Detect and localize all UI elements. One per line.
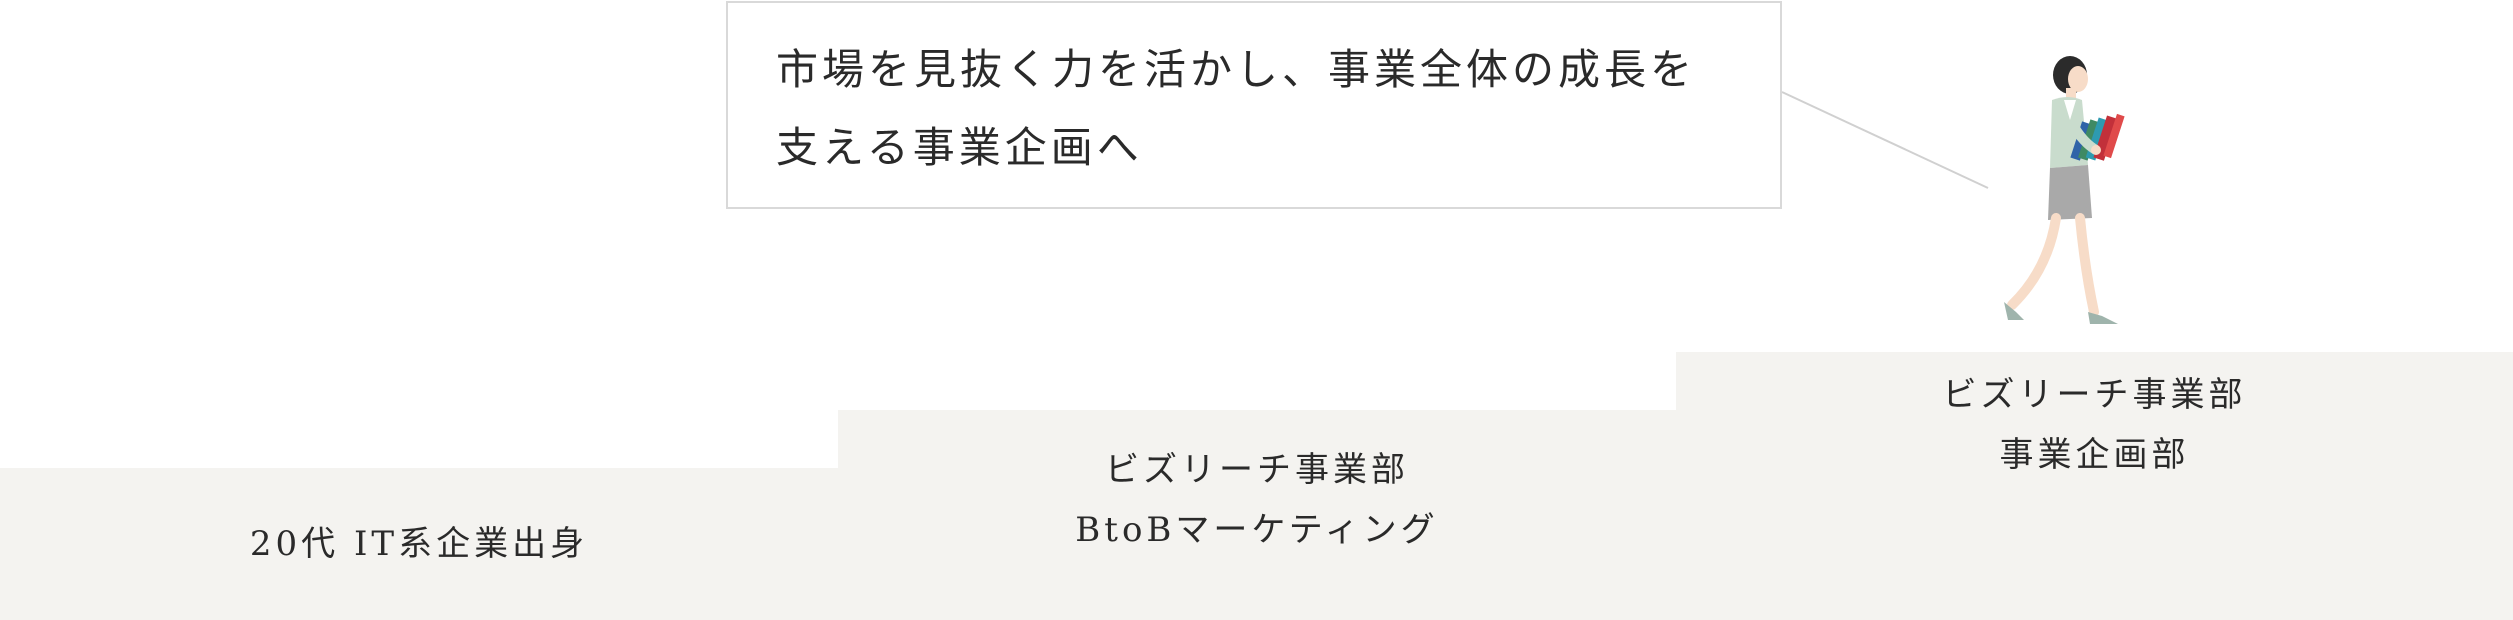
career-step-2: ビズリーチ事業部 BtoBマーケティング bbox=[838, 410, 1676, 620]
career-step-1-label: 20代 IT系企業出身 bbox=[249, 524, 589, 564]
career-step-3-label: ビズリーチ事業部 事業企画部 bbox=[1942, 375, 2247, 475]
woman-carrying-books-icon bbox=[2004, 56, 2125, 324]
career-step-1: 20代 IT系企業出身 bbox=[0, 468, 838, 620]
career-step-2-label: ビズリーチ事業部 BtoBマーケティング bbox=[1075, 450, 1439, 550]
speech-box: 市場を見抜く力を活かし、事業全体の成長を 支える事業企画へ bbox=[726, 1, 1782, 209]
speech-text: 市場を見抜く力を活かし、事業全体の成長を 支える事業企画へ bbox=[776, 45, 1697, 172]
career-step-3: ビズリーチ事業部 事業企画部 bbox=[1676, 352, 2513, 620]
